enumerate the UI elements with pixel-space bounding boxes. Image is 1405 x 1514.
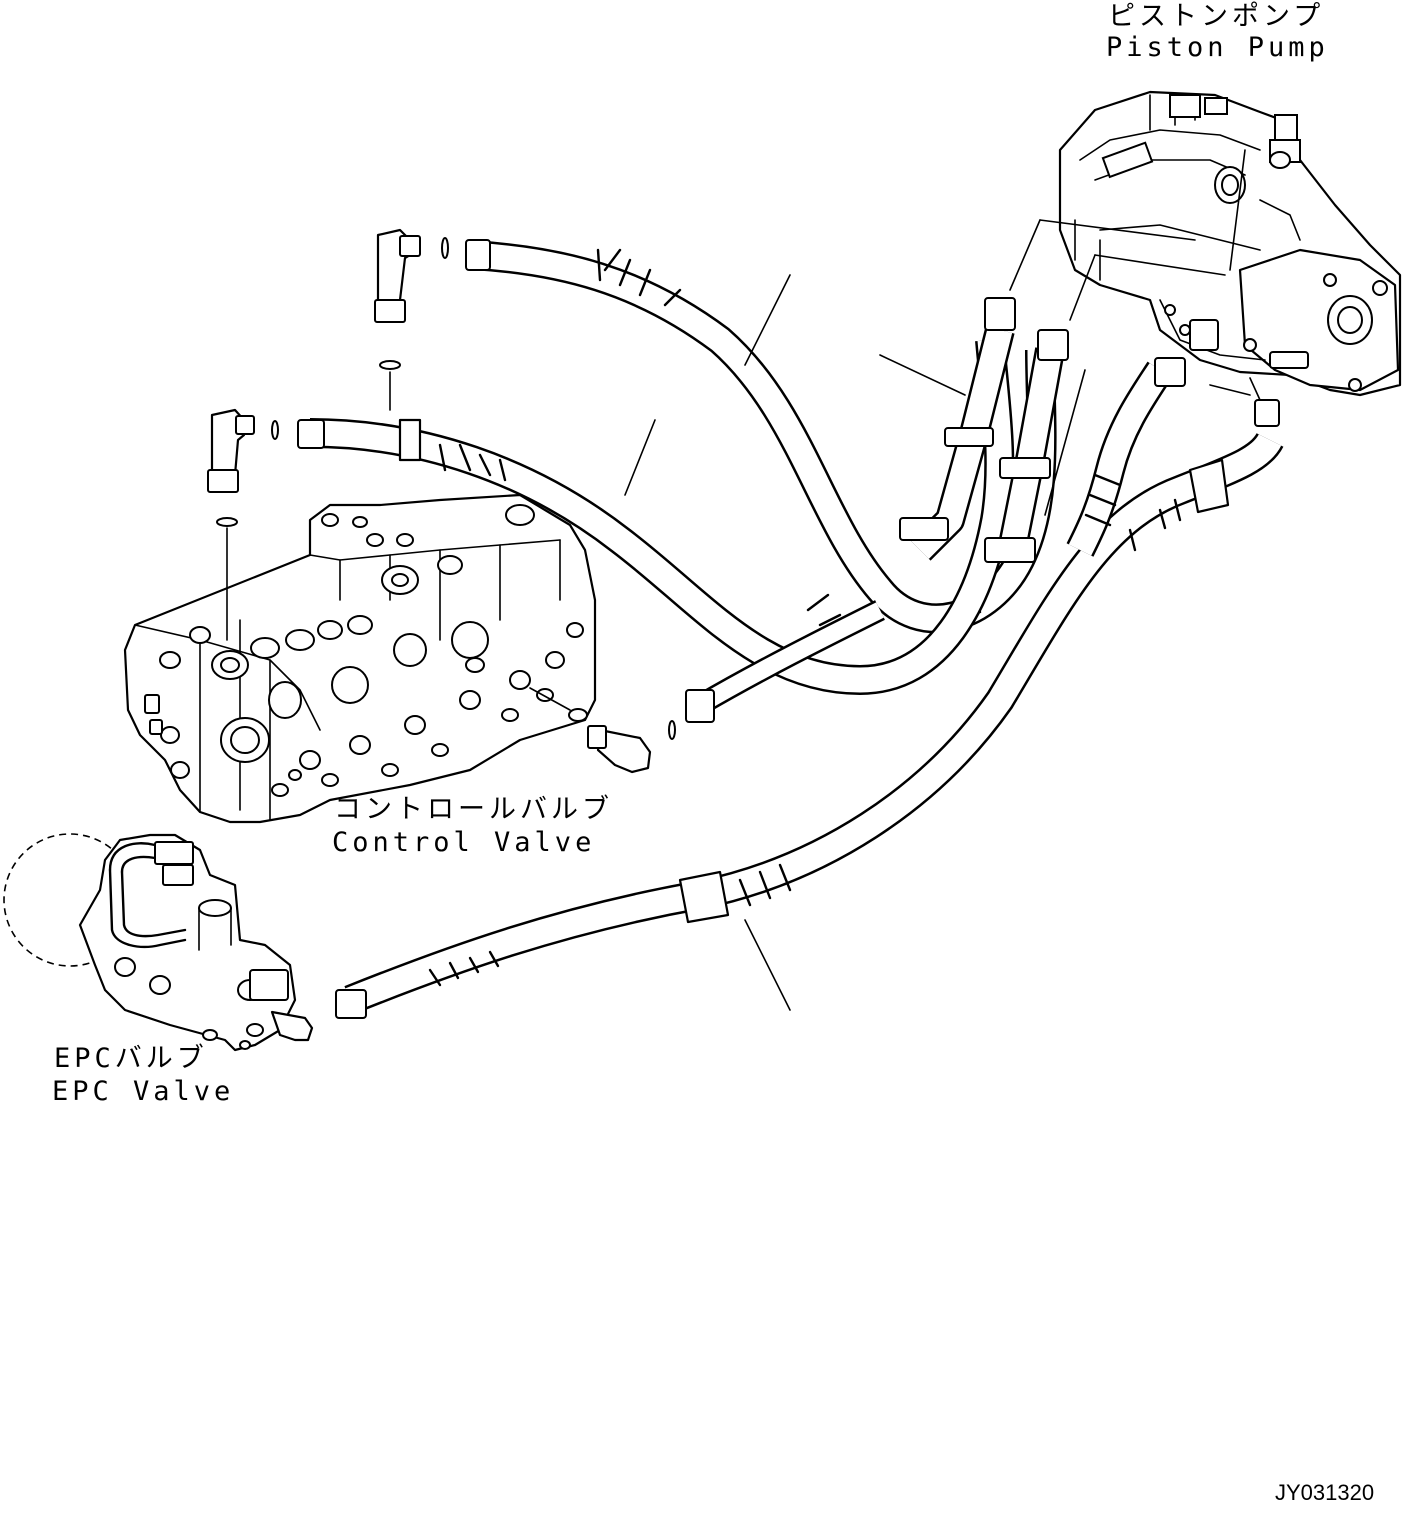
epc-valve-label-jp: EPCバルブ bbox=[54, 1043, 208, 1074]
piston-pump-label-en: Piston Pump bbox=[1106, 32, 1329, 63]
hose-2 bbox=[297, 338, 1015, 695]
control-valve bbox=[123, 493, 597, 824]
control-valve-label-en: Control Valve bbox=[332, 827, 596, 858]
hose-6 bbox=[984, 329, 1069, 563]
piston-pump-label-jp: ピストンポンプ bbox=[1108, 1, 1325, 32]
hose-3 bbox=[335, 399, 1284, 1019]
hose-5 bbox=[899, 297, 1016, 561]
epc-valve-label-en: EPC Valve bbox=[52, 1076, 235, 1107]
piston-pump bbox=[1058, 90, 1402, 397]
control-valve-label-jp: コントロールバルブ bbox=[334, 794, 613, 825]
hose-4 bbox=[685, 600, 885, 723]
fitting-elbow-middle bbox=[207, 408, 279, 641]
hose-7 bbox=[1066, 357, 1186, 557]
drawing-code: JY031320 bbox=[1275, 1480, 1375, 1505]
leader-lines bbox=[624, 149, 1261, 1011]
fitting-elbow-upper bbox=[374, 228, 449, 411]
fitting-elbow-lower bbox=[529, 687, 676, 774]
epc-valve bbox=[3, 833, 314, 1052]
